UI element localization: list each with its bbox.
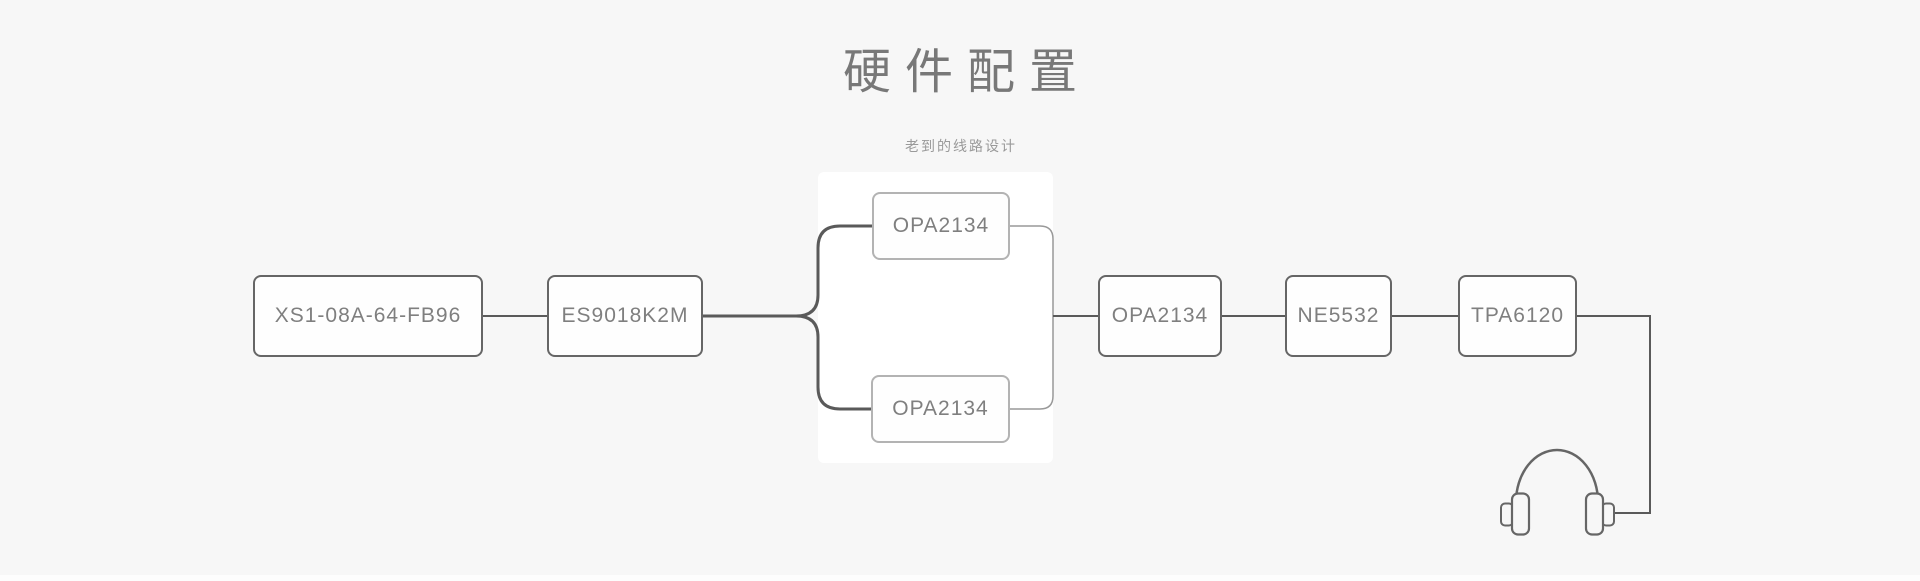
node-source: XS1-08A-64-FB96: [253, 275, 483, 357]
node-opamp-bottom: OPA2134: [871, 375, 1010, 443]
node-opamp-merge-label: OPA2134: [1111, 304, 1209, 327]
headphones-band: [1514, 448, 1600, 503]
node-source-label: XS1-08A-64-FB96: [274, 304, 462, 327]
merge-bracket: [1010, 225, 1054, 410]
section-bottom-divider: [0, 575, 1920, 581]
node-opamp-bottom-label: OPA2134: [892, 397, 989, 420]
connector-split-top-branch: [795, 224, 872, 318]
node-buffer-label: NE5532: [1297, 304, 1380, 327]
page-subtitle: 老到的线路设计: [905, 138, 1017, 154]
connector-amp-headphones: [1577, 315, 1651, 514]
headphones-left-earpad: [1510, 492, 1531, 536]
node-headphone-amp-label: TPA6120: [1471, 304, 1564, 327]
connector-split-bottom-branch: [795, 314, 871, 411]
node-opamp-top: OPA2134: [872, 192, 1010, 260]
page-title: 硬件配置: [842, 46, 1091, 99]
node-headphone-amp: TPA6120: [1458, 275, 1577, 357]
node-opamp-top-label: OPA2134: [892, 214, 990, 237]
node-opamp-merge: OPA2134: [1098, 275, 1222, 357]
node-buffer: NE5532: [1285, 275, 1392, 357]
node-dac: ES9018K2M: [547, 275, 703, 357]
node-dac-label: ES9018K2M: [561, 304, 689, 327]
headphones-icon: [1500, 448, 1615, 536]
headphones-right-earpad: [1584, 492, 1605, 536]
